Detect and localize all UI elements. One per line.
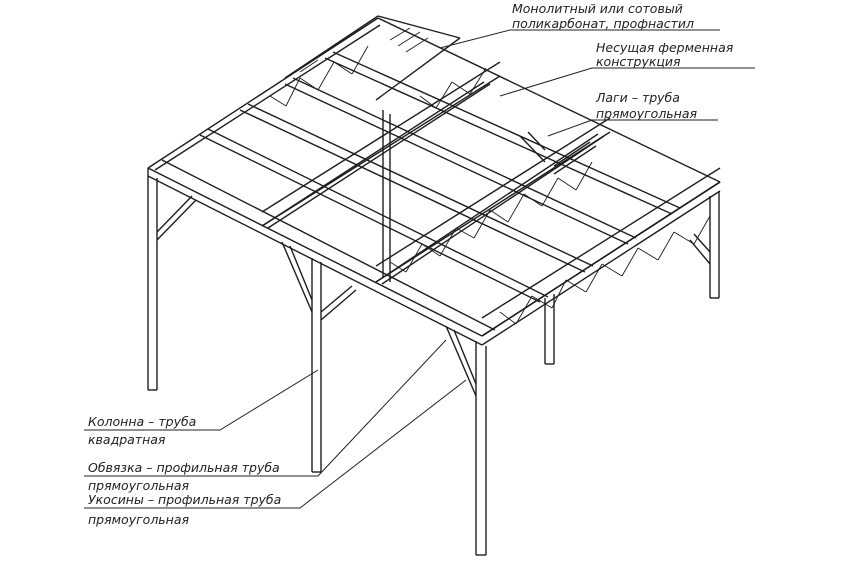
label-truss-line1: Несущая ферменная <box>596 40 734 55</box>
columns <box>147 110 720 556</box>
roofing-sheet <box>284 15 461 101</box>
truss-middle <box>375 117 611 283</box>
carport-frame-drawing <box>147 15 721 556</box>
leader-roofing <box>439 29 720 49</box>
label-truss-line2: конструкция <box>596 54 681 69</box>
label-roofing-line1: Монолитный или сотовый <box>512 1 683 16</box>
label-roofing-line2: поликарбонат, профнастил <box>512 16 694 31</box>
label-joists-line2: прямоугольная <box>596 106 698 121</box>
ridge-beam <box>377 17 721 183</box>
label-joists-line1: Лаги – труба <box>595 90 680 105</box>
labels: Монолитный или сотовый поликарбонат, про… <box>88 1 734 527</box>
label-braces-line2: прямоугольная <box>88 512 190 527</box>
leader-truss <box>499 67 755 97</box>
joists <box>161 51 681 331</box>
label-column-line1: Колонна – труба <box>88 414 196 429</box>
label-strapping-line2: прямоугольная <box>88 478 190 493</box>
leader-column <box>84 369 319 431</box>
label-braces-line1: Укосины – профильная труба <box>88 492 281 507</box>
truss-front <box>481 167 721 337</box>
label-column-line2: квадратная <box>88 432 166 447</box>
braces <box>156 131 711 397</box>
leader-joists <box>547 119 718 137</box>
leader-braces <box>84 379 467 509</box>
strapping-beams <box>147 167 721 346</box>
leader-strapping <box>84 339 447 477</box>
label-strapping-line1: Обвязка – профильная труба <box>88 460 280 475</box>
roof-edges <box>147 17 381 171</box>
truss-back <box>261 45 501 227</box>
leader-lines <box>84 29 755 509</box>
